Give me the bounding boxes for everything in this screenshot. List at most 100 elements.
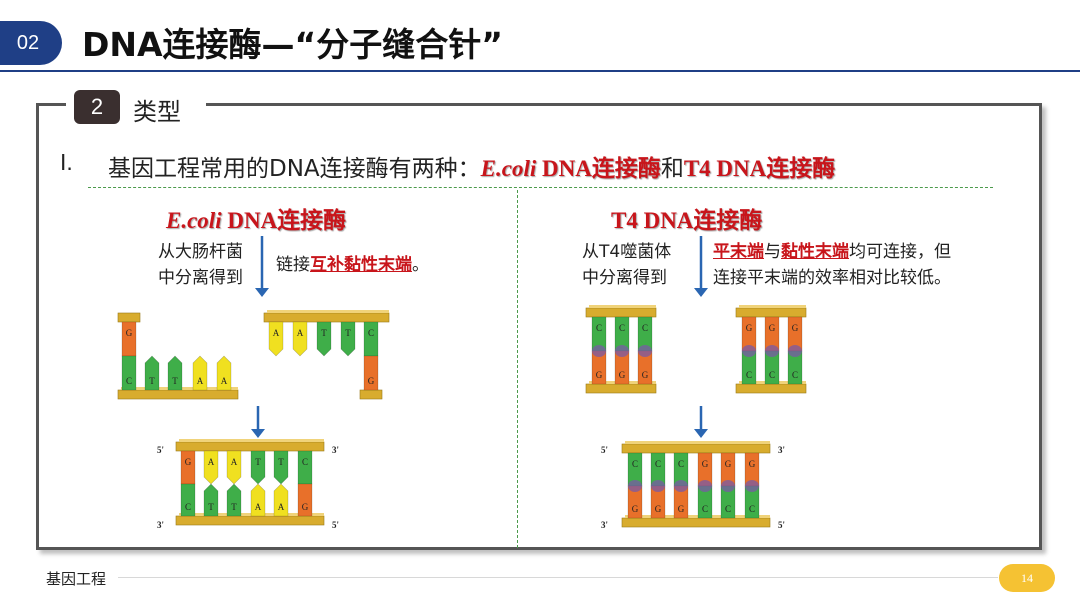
right-prod-top-base-0-letter: C [632, 459, 638, 469]
left-f2-top-base-3-letter: T [345, 328, 351, 338]
right-desc-suffix: 均可连接，但 [849, 242, 951, 262]
left-prod-top-base-1 [203, 450, 219, 485]
left-f1-bottom-base-2-letter: T [172, 376, 178, 386]
left-prod-bottom-base-0 [180, 483, 196, 517]
left-prod-bottom-base-5-letter: G [302, 502, 309, 512]
right-label-5-top: 5' [601, 445, 608, 455]
left-source-arrow-head [255, 288, 269, 297]
left-prod-top-backbone-top [179, 439, 324, 442]
right-f2-top-base-1-letter: G [769, 323, 776, 333]
left-link-emphasis: 互补黏性末端 [310, 255, 412, 275]
left-title-italic: E.coli [166, 208, 222, 233]
section-number: 02 [16, 32, 40, 54]
left-f2-top-backbone [263, 312, 390, 323]
left-f1-top-backbone [117, 312, 141, 323]
right-source-arrow-head [694, 288, 708, 297]
left-prod-bottom-base-5 [297, 483, 313, 517]
right-f2-bottom-base-2-letter: C [792, 370, 798, 380]
right-f2-bottom-backbone [735, 383, 807, 394]
left-f1-bottom-base-3-letter: A [197, 376, 204, 386]
left-f2-top-base-0 [268, 321, 284, 357]
left-f1-bottom-base-4 [216, 355, 232, 391]
left-prod-top-base-4-letter: T [278, 457, 284, 467]
left-prod-top-base-2-letter: A [231, 457, 238, 467]
right-f1-bottom-base-1-letter: G [619, 370, 626, 380]
dashed-divider-horizontal [88, 187, 993, 188]
left-source-line1: 从大肠杆菌 [158, 242, 243, 262]
intro-prefix: 基因工程常用的DNA连接酶有两种： [108, 156, 481, 182]
right-prod-pair-knob-5 [745, 480, 759, 492]
left-f1-bottom-base-2 [167, 355, 183, 391]
right-f1-top-base-0-letter: C [596, 323, 602, 333]
footer-course-name: 基因工程 [46, 570, 107, 588]
left-prod-top-base-2 [226, 450, 242, 485]
right-f2-pair-knob-0 [742, 345, 756, 357]
right-source-line1: 从T4噬菌体 [582, 242, 672, 262]
process-arrows [251, 236, 708, 438]
left-f1-top-base-letter: G [126, 328, 133, 338]
right-desc-em1: 平末端 [713, 242, 764, 262]
right-f1-pair-knob-2 [638, 345, 652, 357]
right-f2-top-backbone [735, 307, 807, 318]
left-f2-bottom-base-letter: G [368, 376, 375, 386]
right-prod-bottom-base-1-letter: G [655, 504, 662, 514]
content-frame [36, 103, 1042, 550]
right-result-arrow-head [694, 429, 708, 438]
left-source-line2: 中分离得到 [158, 268, 243, 288]
right-description: 平末端与黏性末端均可连接，但 连接平末端的效率相对比较低。 [713, 239, 951, 291]
left-label-3-top: 3' [332, 445, 339, 455]
right-f1-bottom-base-2-letter: G [642, 370, 649, 380]
left-prod-top-base-0-letter: G [185, 457, 192, 467]
right-prod-top-base-5-letter: G [749, 459, 756, 469]
left-f1-bottom-base-0 [121, 355, 137, 391]
left-prod-bottom-base-0-letter: C [185, 502, 191, 512]
left-source: 从大肠杆菌 中分离得到 [158, 239, 243, 291]
right-label-3-top: 3' [778, 445, 785, 455]
left-f2-top-base-0-letter: A [273, 328, 280, 338]
right-prod-pair-knob-3 [698, 480, 712, 492]
right-f1-pair-knob-0 [592, 345, 606, 357]
left-f1-bottom-base-0-letter: C [126, 376, 132, 386]
left-f2-top-base-3 [340, 321, 356, 357]
left-prod-top-base-1-letter: A [208, 457, 215, 467]
left-f2-top-base-1-letter: A [297, 328, 304, 338]
left-prod-top-base-5-letter: C [302, 457, 308, 467]
left-link-suffix: 。 [412, 255, 429, 275]
right-prod-bottom-base-3-letter: C [702, 504, 708, 514]
right-prod-pair-knob-0 [628, 480, 642, 492]
left-f1-bottom-base-1 [144, 355, 160, 391]
left-prod-bottom-base-3 [250, 483, 266, 517]
right-title: T4 DNA连接酶 [611, 201, 762, 235]
left-prod-top-base-3-letter: T [255, 457, 261, 467]
intro-enzyme2: T4 DNA连接酶 [683, 156, 836, 181]
header-divider [0, 70, 1080, 72]
section-number-pill [0, 21, 62, 65]
right-prod-top-backbone [621, 443, 771, 454]
right-f2-pair-knob-2 [788, 345, 802, 357]
right-f1-bottom-backbone [585, 383, 657, 394]
left-f2-top-base-4-letter: C [368, 328, 374, 338]
right-f2-top-base-0-letter: G [746, 323, 753, 333]
right-desc-mid: 与 [764, 242, 781, 262]
left-label-3-bottom: 3' [157, 520, 164, 530]
section-badge-number: 2 [74, 90, 120, 124]
intro-enzyme1-rest: DNA连接酶 [536, 156, 661, 181]
right-desc-line2: 连接平末端的效率相对比较低。 [713, 268, 951, 288]
intro-item-number: I. [60, 149, 73, 175]
page-number: 14 [999, 564, 1055, 592]
left-prod-bottom-backbone [175, 515, 325, 526]
left-f1-bottom-base-3 [192, 355, 208, 391]
left-f1-bottom-backbone [117, 389, 239, 400]
right-prod-bottom-base-0-letter: G [632, 504, 639, 514]
right-prod-top-base-2-letter: C [678, 459, 684, 469]
right-prod-bottom-backbone [621, 517, 771, 528]
right-f2-bottom-base-1-letter: C [769, 370, 775, 380]
left-f1-bottom-base-1-letter: T [149, 376, 155, 386]
right-prod-bottom-base-4-letter: C [725, 504, 731, 514]
right-prod-bottom-base-2-letter: G [678, 504, 685, 514]
